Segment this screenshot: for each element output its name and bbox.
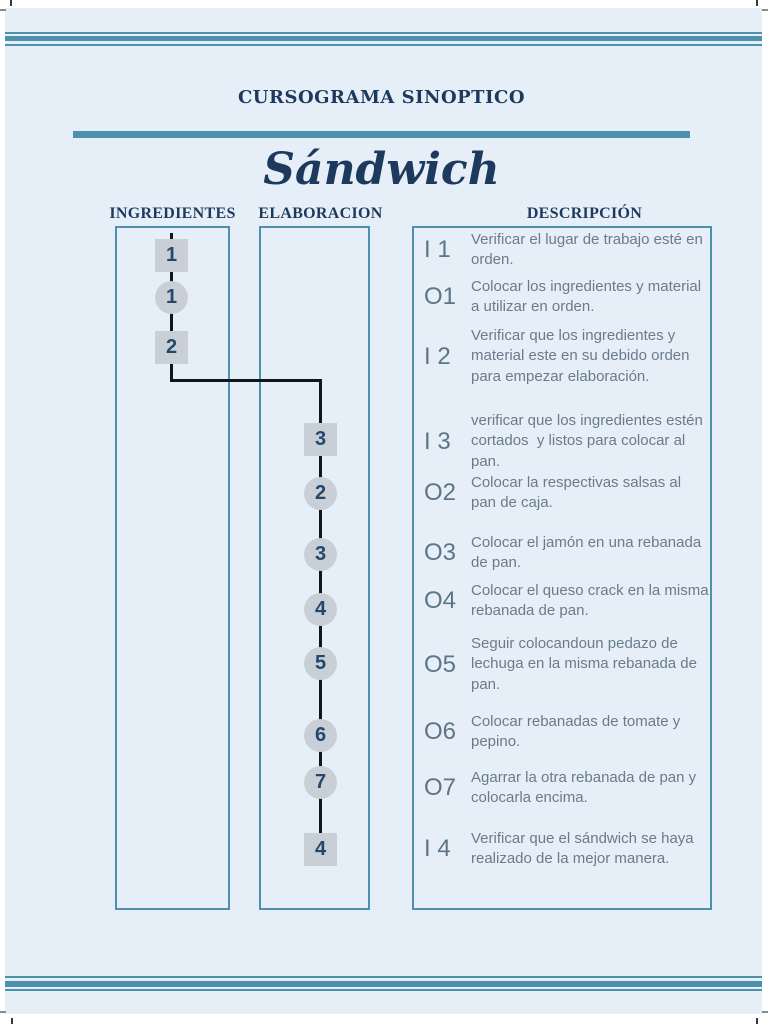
flow-node-operation-5: 5: [304, 647, 337, 680]
step-label: I 4: [424, 835, 451, 863]
description-row-o3: O3 Colocar el jamón en una rebanada de p…: [424, 533, 710, 574]
descripcion-column-box: [412, 226, 712, 910]
description-row-o4: O4 Colocar el queso crack en la misma re…: [424, 581, 710, 622]
description-row-o6: O6 Colocar rebanadas de tomate y pepino.: [424, 712, 710, 753]
crop-mark: [11, 1018, 13, 1024]
step-text: Colocar los ingredientes y material a ut…: [471, 278, 706, 316]
title-divider: [73, 131, 690, 138]
description-row-i2: I 2 Verificar que los ingredientes y mat…: [424, 326, 710, 387]
step-label: O4: [424, 587, 457, 615]
flow-node-number: 3: [314, 543, 327, 565]
flow-node-operation-2: 2: [304, 477, 337, 510]
step-text: Agarrar la otra rebanada de pan y coloca…: [471, 769, 701, 807]
step-label: I 1: [424, 236, 451, 264]
step-label: O6: [424, 718, 457, 746]
description-row-o5: O5 Seguir colocandoun pedazo de lechuga …: [424, 634, 710, 695]
step-label: O3: [424, 539, 457, 567]
flow-node-operation-6: 6: [304, 719, 337, 752]
ingredientes-column-box: [115, 226, 230, 910]
crop-mark: [762, 1011, 768, 1013]
step-text: Colocar el queso crack en la misma reban…: [471, 582, 709, 620]
crop-mark: [10, 0, 12, 6]
column-header-descripcion: DESCRIPCIÓN: [526, 205, 643, 222]
bottom-border-line: [5, 981, 762, 987]
crop-mark: [0, 9, 6, 11]
flow-connector-horizontal: [170, 379, 322, 382]
flow-node-inspection-4: 4: [304, 833, 337, 866]
step-label: I 3: [424, 427, 451, 455]
description-row-i4: I 4 Verificar que el sándwich se haya re…: [424, 829, 710, 870]
step-text: Verificar el lugar de trabajo esté en or…: [471, 231, 707, 269]
top-border-line: [5, 44, 762, 46]
description-row-i3: I 3 verificar que los ingredientes estén…: [424, 411, 710, 472]
step-label: O2: [424, 479, 457, 507]
flow-node-number: 1: [165, 244, 178, 266]
flow-node-operation-1: 1: [155, 281, 188, 314]
flow-node-number: 6: [314, 724, 327, 746]
bottom-border-line: [5, 989, 762, 991]
flow-node-number: 4: [314, 838, 327, 860]
flow-node-operation-4: 4: [304, 593, 337, 626]
description-row-o7: O7 Agarrar la otra rebanada de pan y col…: [424, 768, 710, 809]
step-text: Colocar rebanadas de tomate y pepino.: [471, 713, 685, 751]
top-border-line: [5, 36, 762, 41]
flow-node-number: 7: [314, 771, 327, 793]
step-text: Verificar que el sándwich se haya realiz…: [471, 830, 698, 868]
step-label: O1: [424, 283, 457, 311]
description-row-o1: O1 Colocar los ingredientes y material a…: [424, 277, 710, 318]
flow-node-inspection-1: 1: [155, 239, 188, 272]
crop-mark: [762, 9, 768, 11]
step-text: Verificar que los ingredientes y materia…: [471, 327, 694, 385]
description-row-o2: O2 Colocar la respectivas salsas al pan …: [424, 473, 710, 514]
step-label: O7: [424, 774, 457, 802]
bottom-border-line: [5, 976, 762, 978]
step-label: O5: [424, 650, 457, 678]
document-page: [5, 8, 762, 1014]
flow-node-number: 4: [314, 598, 327, 620]
description-row-i1: I 1 Verificar el lugar de trabajo esté e…: [424, 230, 710, 271]
flow-node-number: 5: [314, 652, 327, 674]
top-border-line: [5, 32, 762, 34]
document-header-title: CURSOGRAMA SINOPTICO: [237, 87, 526, 108]
crop-mark: [0, 1011, 6, 1013]
crop-mark: [756, 1018, 758, 1024]
flow-node-operation-3: 3: [304, 538, 337, 571]
step-text: Seguir colocandoun pedazo de lechuga en …: [471, 635, 702, 693]
flow-node-inspection-2: 2: [155, 331, 188, 364]
step-label: I 2: [424, 342, 451, 370]
crop-mark: [756, 0, 758, 6]
flow-node-inspection-3: 3: [304, 423, 337, 456]
elaboracion-column-box: [259, 226, 370, 910]
flow-node-number: 2: [165, 336, 178, 358]
step-text: Colocar el jamón en una rebanada de pan.: [471, 534, 706, 572]
flow-node-number: 3: [314, 428, 327, 450]
page-title: Sándwich: [263, 144, 500, 195]
column-header-ingredientes: INGREDIENTES: [109, 205, 236, 222]
column-header-elaboracion: ELABORACION: [258, 205, 383, 222]
flow-node-number: 1: [165, 286, 178, 308]
step-text: verificar que los ingredientes estén cor…: [471, 412, 707, 470]
flow-node-operation-7: 7: [304, 766, 337, 799]
step-text: Colocar la respectivas salsas al pan de …: [471, 474, 686, 512]
flow-node-number: 2: [314, 482, 327, 504]
